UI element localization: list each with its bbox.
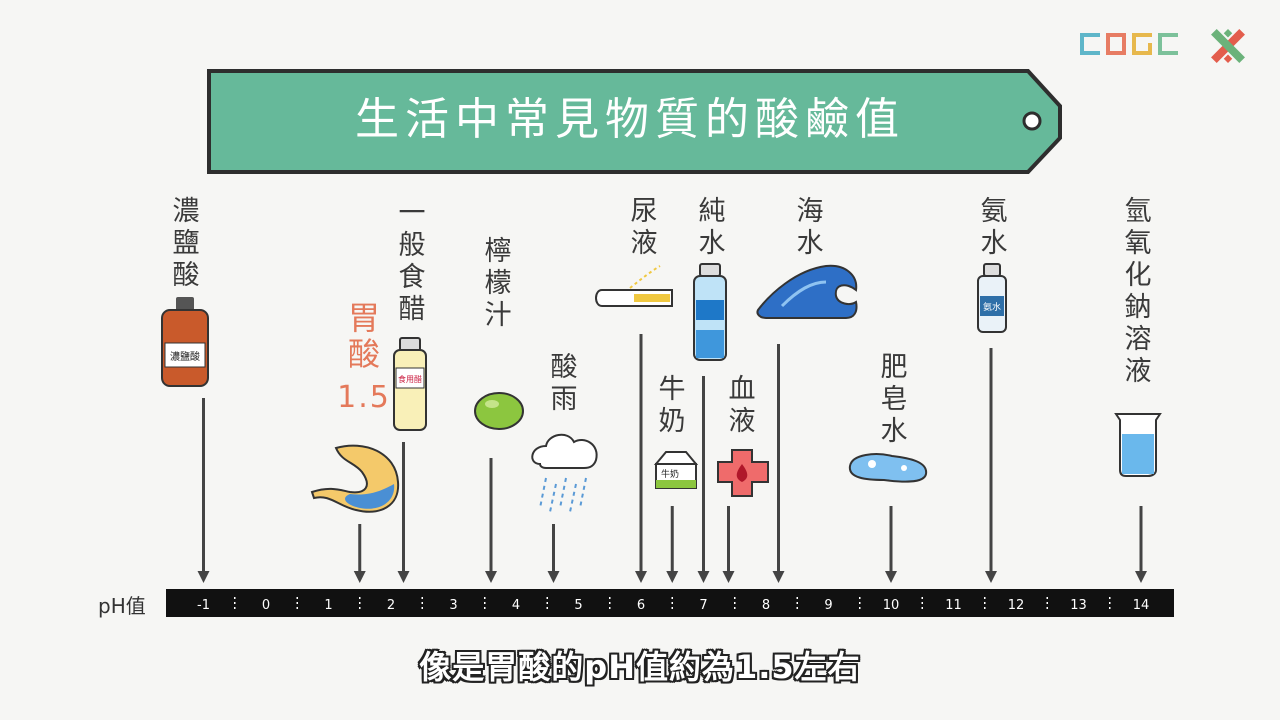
gastric-acid-label: 胃 酸 1.5	[336, 300, 392, 416]
svg-text:牛奶: 牛奶	[661, 468, 679, 480]
water-bottle-icon	[693, 263, 727, 361]
tick-label: 2	[387, 598, 395, 613]
title-banner	[207, 69, 1062, 174]
stomach-icon	[310, 444, 400, 513]
label-urine: 尿 液	[624, 196, 664, 260]
tick-label: 9	[824, 598, 832, 613]
label-blood-text: 血 液	[728, 374, 756, 437]
arrow-head-naoh	[1135, 571, 1147, 583]
tick-label: 11	[945, 598, 962, 613]
label-seawater-text: 海 水	[796, 196, 824, 259]
arrow-head-lemon	[485, 571, 497, 583]
ammonia-bottle-icon: 氨水	[977, 263, 1007, 333]
label-seawater: 海 水	[790, 196, 830, 260]
svg-text:濃鹽酸: 濃鹽酸	[170, 350, 200, 363]
milk-carton-icon: 牛奶	[653, 451, 699, 489]
arrow-head-vinegar	[397, 571, 410, 583]
label-ammonia: 氨 水	[974, 196, 1014, 260]
label-vinegar: 一 般 食 醋	[392, 198, 432, 326]
label-ammonia-text: 氨 水	[980, 196, 1008, 259]
gastric-acid-name: 胃 酸	[347, 299, 380, 373]
beaker-icon	[1114, 413, 1162, 477]
label-soap-text: 肥 皂 水	[880, 352, 908, 447]
tick-label: 13	[1070, 598, 1087, 613]
arrow-head-gastric	[353, 571, 366, 583]
subtitle-caption: 像是胃酸的pH值約為1.5左右	[419, 648, 861, 686]
tick-label: 1	[324, 598, 332, 613]
arrow-head-seawater	[772, 571, 785, 583]
label-water-text: 純 水	[698, 196, 726, 259]
page-title: 生活中常見物質的酸鹼值	[355, 94, 905, 145]
label-blood: 血 液	[722, 374, 762, 438]
tick-label: 14	[1133, 598, 1150, 613]
label-lemon: 檸 檬 汁	[478, 236, 518, 332]
wave-icon	[756, 264, 858, 319]
arrow-head-hcl	[197, 571, 210, 583]
label-hcl: 濃 鹽 酸	[166, 196, 206, 292]
tick-label: 5	[574, 598, 582, 613]
tick-label: 12	[1008, 598, 1025, 613]
soap-puddle-icon	[848, 453, 928, 483]
ph-scale-bar	[166, 589, 1174, 617]
label-acidrain-text: 酸 雨	[550, 352, 578, 415]
tick-label: 6	[637, 598, 645, 613]
cogc-logo-icon	[1080, 33, 1178, 55]
label-milk: 牛 奶	[652, 374, 692, 438]
blood-cross-icon	[717, 449, 769, 497]
label-soap: 肥 皂 水	[874, 352, 914, 448]
label-milk-text: 牛 奶	[658, 374, 686, 437]
arrow-head-milk	[666, 571, 679, 583]
svg-text:氨水: 氨水	[983, 301, 1001, 313]
tick-label: 3	[449, 598, 457, 613]
arrow-head-blood	[722, 571, 735, 583]
label-naoh: 氫 氧 化 鈉 溶 液	[1118, 196, 1158, 388]
gastric-acid-value: 1.5	[337, 380, 391, 415]
tick-label: 0	[262, 598, 270, 613]
label-urine-text: 尿 液	[630, 196, 658, 259]
arrow-head-soap	[885, 571, 897, 583]
label-hcl-text: 濃 鹽 酸	[172, 196, 200, 291]
lemon-icon	[474, 392, 524, 430]
cross-logo-icon	[1211, 29, 1245, 63]
arrow-head-urine	[635, 571, 647, 583]
label-naoh-text: 氫 氧 化 鈉 溶 液	[1124, 196, 1152, 387]
tick-label: 8	[762, 598, 770, 613]
tick-label: -1	[197, 598, 210, 613]
ph-axis-label: pH值	[98, 594, 146, 618]
vinegar-bottle-icon: 食用醋	[393, 337, 427, 431]
label-water: 純 水	[692, 196, 732, 260]
tick-label: 4	[512, 598, 520, 613]
arrow-head-acidrain	[547, 571, 560, 583]
label-vinegar-text: 一 般 食 醋	[398, 198, 426, 325]
tick-label: 7	[699, 598, 707, 613]
tick-label: 10	[883, 598, 900, 613]
arrow-head-ammonia	[985, 571, 997, 583]
urine-cup-icon	[595, 265, 673, 307]
acid-bottle-icon: 濃鹽酸	[161, 297, 209, 387]
label-acidrain: 酸 雨	[544, 352, 584, 416]
rain-cloud-icon	[531, 433, 598, 513]
svg-text:食用醋: 食用醋	[398, 374, 422, 384]
label-lemon-text: 檸 檬 汁	[484, 236, 512, 331]
arrow-head-water	[697, 571, 710, 583]
